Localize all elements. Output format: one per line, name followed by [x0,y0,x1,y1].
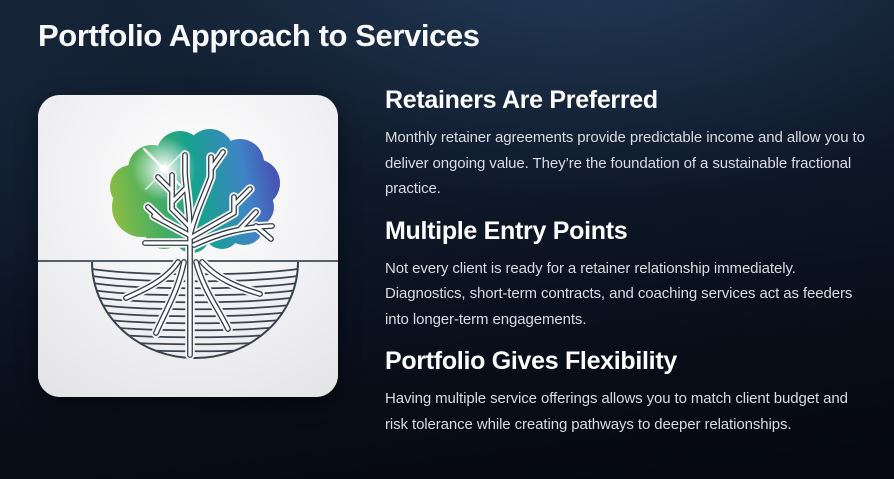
section-heading: Portfolio Gives Flexibility [385,347,677,375]
tree-roots-illustration [38,95,338,397]
section-entry-points: Multiple Entry Points Not every client i… [385,216,867,333]
section-body: Having multiple service offerings allows… [385,390,848,433]
root-boundary [91,261,299,359]
content-column: Retainers Are Preferred Monthly retainer… [385,85,867,451]
section-retainers: Retainers Are Preferred Monthly retainer… [385,85,867,202]
section-heading: Multiple Entry Points [385,216,628,245]
section-body: Monthly retainer agreements provide pred… [385,129,865,197]
page-title: Portfolio Approach to Services [38,18,480,53]
section-flexibility: Portfolio Gives Flexibility Having multi… [385,346,867,437]
illustration-card [38,95,338,397]
section-body: Not every client is ready for a retainer… [385,259,853,328]
section-heading: Retainers Are Preferred [385,86,658,114]
light-flare [132,137,196,201]
